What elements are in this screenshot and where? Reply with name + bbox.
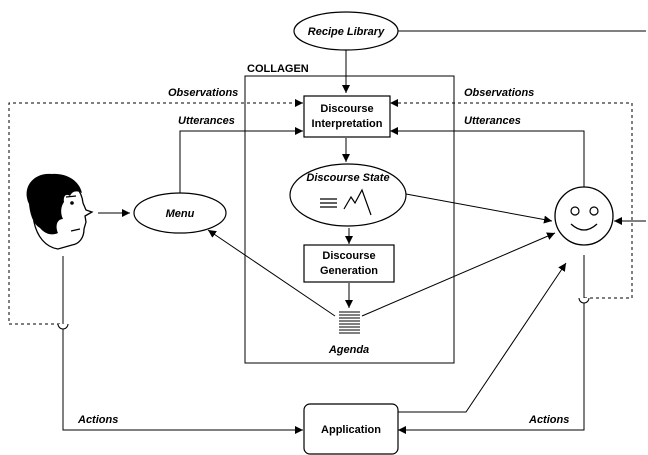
left-hop [57,323,69,330]
recipe-library-label: Recipe Library [308,26,385,38]
discourse-state-node [289,163,407,227]
discourse-generation-label-2: Generation [320,265,378,277]
state-to-agent-arrow [405,193,553,224]
actions-left-arrow [62,256,303,434]
actions-right-arrow [398,255,585,434]
agenda-list-icon [339,311,360,334]
right-hop [578,297,590,304]
utterances-left-label: Utterances [178,115,235,127]
discourse-interpretation-label-1: Discourse [320,103,373,115]
actions-left-label: Actions [77,414,118,426]
utterances-right-label: Utterances [464,115,521,127]
plan-tree-icon [343,188,372,216]
discourse-interpretation-label-2: Interpretation [312,118,383,130]
collagen-frame [244,75,455,364]
observations-left-label: Observations [168,87,238,99]
utterances-right-arrow [390,127,585,195]
agenda-to-menu-arrow [207,229,336,317]
discourse-generation-label-1: Discourse [322,250,375,262]
discourse-generation-box [303,244,395,283]
menu-node [133,192,227,234]
user-face-icon [26,173,94,250]
observations-left-loop [8,99,303,325]
observations-right-label: Observations [464,87,534,99]
application-box [303,403,399,455]
application-to-agent-arrow [397,262,567,413]
application-label: Application [321,424,381,436]
smiley-agent-icon [554,186,614,246]
agenda-to-agent-arrow [361,232,556,317]
observations-right-loop [390,99,633,299]
recipe-library-node [293,11,399,51]
discourse-state-label: Discourse State [306,172,389,184]
agenda-label: Agenda [328,344,369,356]
utterances-left-arrow [179,127,303,193]
actions-right-label: Actions [528,414,569,426]
collagen-label: COLLAGEN [247,63,309,75]
menu-label: Menu [166,208,195,220]
stack-icon [320,198,337,208]
discourse-interpretation-box [303,95,391,138]
